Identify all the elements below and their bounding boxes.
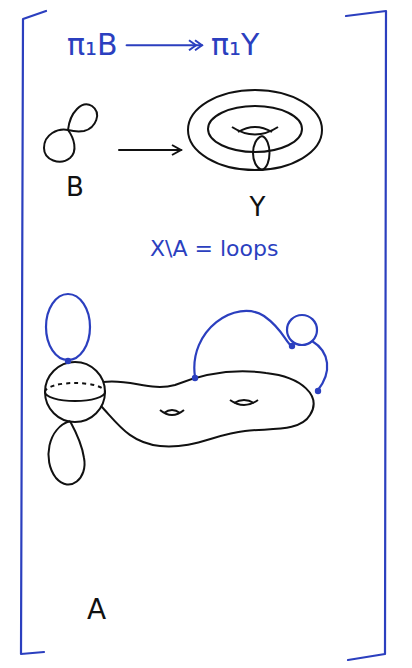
hole (234, 400, 254, 403)
equator (45, 392, 105, 401)
black-loop (48, 421, 84, 485)
equator (45, 383, 105, 392)
hole (160, 410, 184, 415)
torus-hole (232, 127, 278, 135)
node-label: π₁Y (211, 28, 259, 63)
frame-bracket (21, 11, 386, 660)
blue-loop (46, 294, 90, 360)
space-figure: A (35, 290, 355, 630)
hole (164, 410, 180, 413)
attach-dot (192, 375, 198, 381)
loop (44, 130, 74, 162)
genus-two-body (101, 371, 313, 446)
meridian-loop (253, 136, 270, 170)
blue-arc (194, 311, 292, 377)
torus (188, 90, 322, 170)
left-bracket (21, 11, 46, 654)
loop (68, 104, 97, 131)
attach-dot (65, 358, 71, 364)
node-label: π₁B (67, 28, 118, 63)
node-label: B (66, 173, 84, 203)
right-bracket (346, 11, 386, 660)
surface (45, 362, 313, 485)
hole (230, 400, 258, 405)
attach-dot (289, 343, 295, 349)
torus-hole (238, 127, 272, 132)
group-symbol: π₁Y (206, 24, 264, 67)
space-figure: Y (185, 85, 330, 225)
annotation: X\A = loops (150, 236, 278, 261)
figure-eight (44, 104, 97, 161)
blue-arc (312, 341, 327, 390)
torus-outer (188, 90, 322, 170)
node-label: Y (250, 193, 266, 223)
attach-points (65, 343, 321, 394)
arrow-connector (119, 149, 181, 151)
group-symbol: π₁B (62, 24, 123, 67)
attached-loops (46, 294, 327, 390)
node-label: A (87, 594, 106, 626)
attach-dot (315, 388, 321, 394)
sphere (45, 362, 105, 422)
space-figure: B (35, 95, 115, 205)
arrow-connector (127, 44, 202, 46)
